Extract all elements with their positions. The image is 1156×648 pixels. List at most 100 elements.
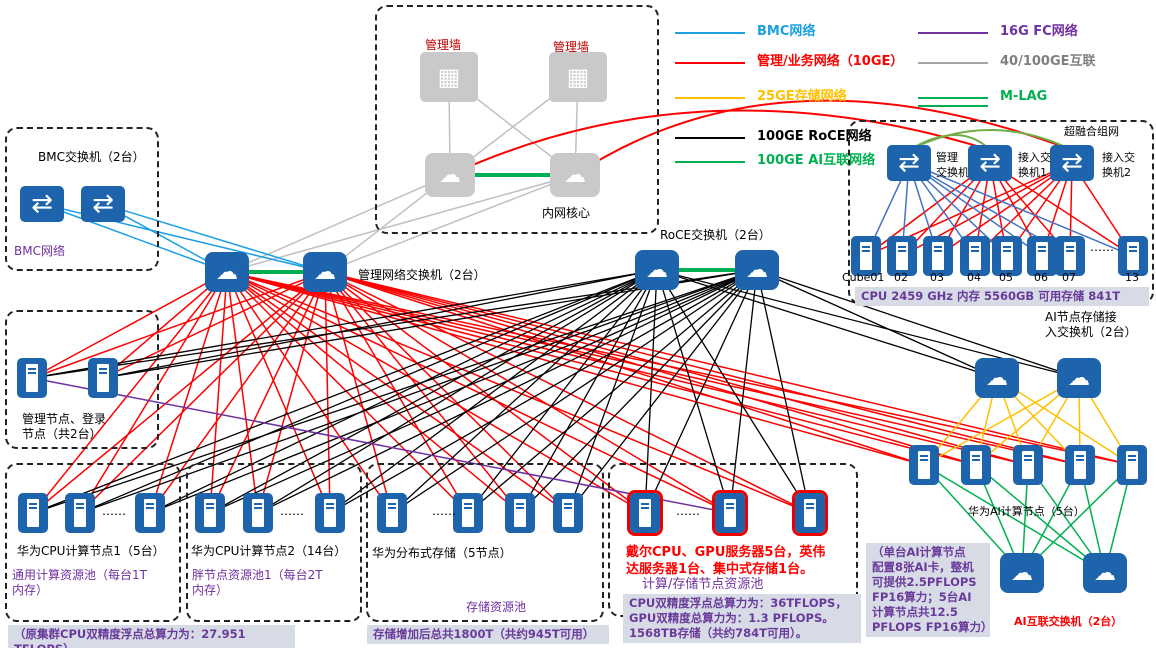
ellipsis: …… bbox=[1090, 240, 1114, 254]
c1a-server-icon[interactable] bbox=[18, 493, 48, 533]
rc2-switch-icon[interactable]: ☁ bbox=[735, 250, 779, 290]
cube6-server-icon[interactable] bbox=[1055, 236, 1085, 276]
link bbox=[908, 129, 1073, 151]
ai3-server-icon[interactable] bbox=[1065, 445, 1095, 485]
bmc1-switch-icon[interactable]: ⇄ bbox=[20, 186, 64, 222]
link bbox=[149, 269, 758, 514]
legend-line bbox=[675, 32, 745, 34]
mg1-switch-icon[interactable]: ☁ bbox=[205, 252, 249, 292]
bmc2-switch-icon[interactable]: ⇄ bbox=[81, 186, 125, 222]
ai4-server-icon[interactable] bbox=[1117, 445, 1147, 485]
legend-label: BMC网络 bbox=[757, 24, 816, 39]
cube2-server-icon[interactable] bbox=[923, 236, 953, 276]
link bbox=[226, 271, 259, 514]
link bbox=[975, 464, 1106, 574]
link bbox=[324, 271, 646, 514]
mgmt-switch-label: 管理网络交换机（2台） bbox=[358, 268, 486, 282]
ai0-server-icon[interactable] bbox=[909, 445, 939, 485]
link bbox=[467, 269, 658, 514]
link bbox=[226, 174, 576, 273]
cube1-server-icon[interactable] bbox=[887, 236, 917, 276]
hci-node-label: 06 bbox=[1034, 271, 1048, 284]
link bbox=[102, 269, 658, 379]
cube5-server-icon[interactable] bbox=[1027, 236, 1057, 276]
mg2-switch-icon[interactable]: ☁ bbox=[303, 252, 347, 292]
link bbox=[923, 377, 1080, 466]
link bbox=[324, 271, 977, 466]
mgmt-nodes-label: 管理节点、登录 节点（共2台） bbox=[22, 412, 107, 441]
storage-info: 存储增加后总共1800T（共约945T可用） bbox=[367, 625, 609, 644]
fw1-firewall-icon[interactable]: ▦ bbox=[420, 52, 478, 102]
core2-router-icon[interactable]: ☁ bbox=[550, 153, 600, 197]
link bbox=[989, 162, 1134, 257]
ai2-server-icon[interactable] bbox=[1013, 445, 1043, 485]
c2a-server-icon[interactable] bbox=[195, 493, 225, 533]
c1c-server-icon[interactable] bbox=[135, 493, 165, 533]
c2b-server-icon[interactable] bbox=[243, 493, 273, 533]
cube7-server-icon[interactable] bbox=[1118, 236, 1148, 276]
legend-label: 40/100GE互联 bbox=[1000, 54, 1096, 69]
link bbox=[324, 271, 1029, 466]
ellipsis: …… bbox=[280, 504, 304, 518]
dell-pool: 计算/存储节点资源池 bbox=[642, 577, 764, 592]
s2-server-icon[interactable] bbox=[453, 493, 483, 533]
dell-info: CPU双精度浮点总算力为：36TFLOPS， GPU双精度总算力为：1.3 PF… bbox=[623, 594, 861, 643]
ax1-switch-icon[interactable]: ☁ bbox=[1000, 553, 1044, 593]
as2-switch-icon[interactable]: ☁ bbox=[1057, 358, 1101, 398]
ai1-server-icon[interactable] bbox=[961, 445, 991, 485]
ax2-switch-icon[interactable]: ☁ bbox=[1083, 553, 1127, 593]
legend-line bbox=[918, 97, 988, 107]
d2-server-icon[interactable] bbox=[712, 490, 748, 536]
d3-server-icon[interactable] bbox=[792, 490, 828, 536]
legend-line bbox=[675, 137, 745, 139]
link bbox=[908, 134, 991, 151]
link bbox=[996, 377, 1133, 466]
link bbox=[226, 271, 925, 466]
cpu1-title: 华为CPU计算节点1（5台） bbox=[17, 544, 165, 558]
roce-switch-label: RoCE交换机（2台） bbox=[660, 228, 771, 242]
h3-switch-icon[interactable]: ⇄ bbox=[1050, 145, 1094, 181]
link bbox=[32, 269, 758, 514]
cube0-server-icon[interactable] bbox=[851, 236, 881, 276]
hci-node-label: Cube01 bbox=[842, 271, 885, 284]
c2c-server-icon[interactable] bbox=[315, 493, 345, 533]
mn2-server-icon[interactable] bbox=[88, 358, 118, 398]
link bbox=[908, 162, 1134, 257]
mn1-server-icon[interactable] bbox=[17, 358, 47, 398]
s4-server-icon[interactable] bbox=[553, 493, 583, 533]
legend-line bbox=[675, 62, 745, 64]
core1-router-icon[interactable]: ☁ bbox=[425, 153, 475, 197]
as1-switch-icon[interactable]: ☁ bbox=[975, 358, 1019, 398]
link bbox=[324, 271, 731, 514]
hci-node-label: 04 bbox=[967, 271, 981, 284]
link bbox=[102, 203, 326, 273]
link bbox=[324, 271, 331, 514]
legend-line bbox=[675, 97, 745, 99]
d1-server-icon[interactable] bbox=[627, 490, 663, 536]
s1-server-icon[interactable] bbox=[377, 493, 407, 533]
h1-switch-icon[interactable]: ⇄ bbox=[887, 145, 931, 181]
cube3-server-icon[interactable] bbox=[960, 236, 990, 276]
fw2-firewall-icon[interactable]: ▦ bbox=[549, 52, 607, 102]
storage-title: 华为分布式存储（5节点） bbox=[372, 546, 512, 560]
cube4-server-icon[interactable] bbox=[992, 236, 1022, 276]
c1b-server-icon[interactable] bbox=[65, 493, 95, 533]
s3-server-icon[interactable] bbox=[505, 493, 535, 533]
link bbox=[329, 269, 758, 514]
h2-switch-icon[interactable]: ⇄ bbox=[968, 145, 1012, 181]
link bbox=[519, 269, 758, 514]
link bbox=[574, 99, 1073, 176]
cpu2-pool: 胖节点资源池1（每台2T 内存） bbox=[192, 568, 323, 597]
link bbox=[41, 203, 228, 273]
link bbox=[329, 269, 658, 514]
link bbox=[324, 174, 576, 273]
link bbox=[391, 269, 658, 514]
cpu2-title: 华为CPU计算节点2（14台） bbox=[191, 544, 347, 558]
rc1-switch-icon[interactable]: ☁ bbox=[635, 250, 679, 290]
hci-node-label: 03 bbox=[930, 271, 944, 284]
bmc-net-label: BMC网络 bbox=[14, 244, 65, 258]
link bbox=[102, 271, 326, 379]
link bbox=[756, 269, 811, 514]
link bbox=[756, 269, 998, 379]
link bbox=[31, 269, 658, 379]
